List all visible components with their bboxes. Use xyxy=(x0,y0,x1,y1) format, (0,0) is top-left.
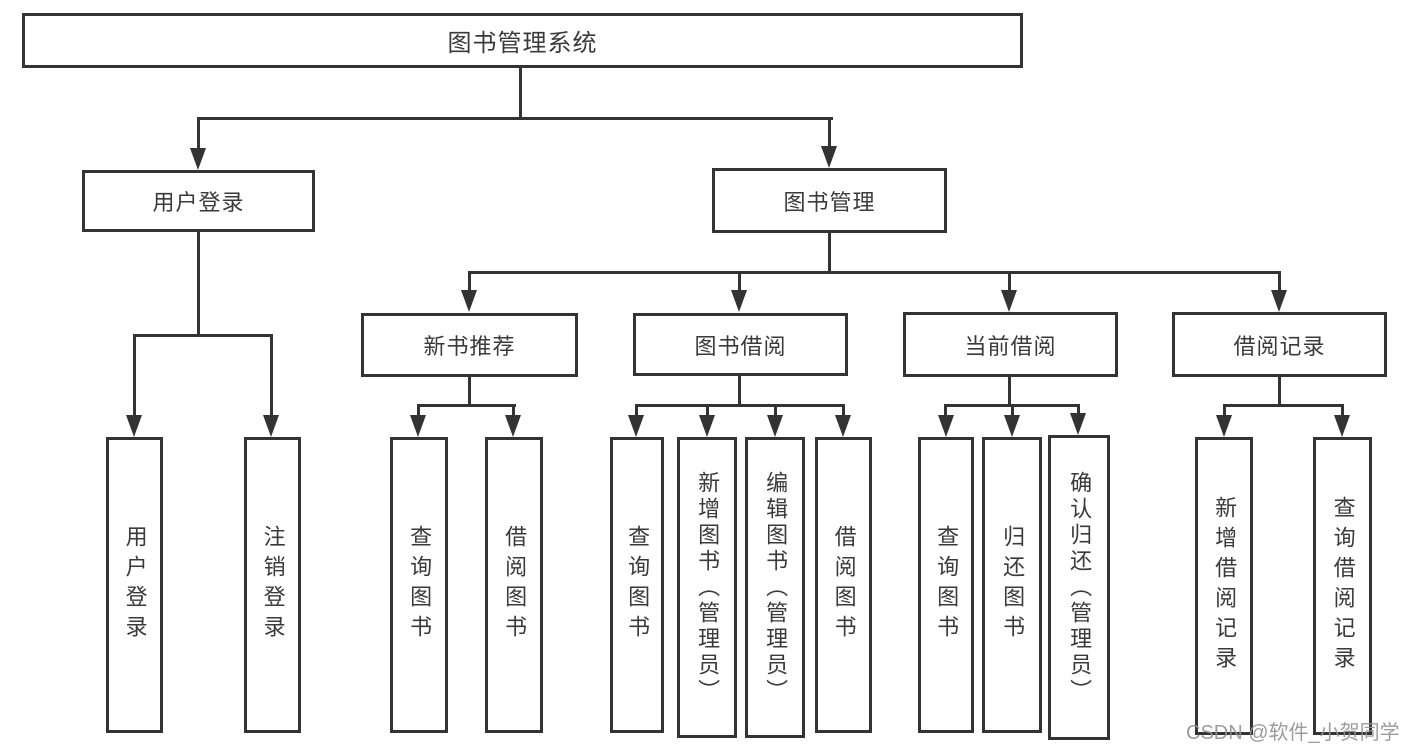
connector-line xyxy=(635,404,844,407)
connector-line xyxy=(1278,377,1281,407)
connector-line xyxy=(738,271,741,291)
arrowhead-down-icon xyxy=(1216,415,1232,437)
connector-line xyxy=(828,233,831,274)
arrowhead-down-icon xyxy=(938,415,954,437)
node-label: 图书借阅 xyxy=(694,333,787,359)
leaf-add-borrow-record: 新增借阅记录 xyxy=(1195,437,1253,735)
leaf-label: 查询借阅记录 xyxy=(1330,496,1356,676)
node-label: 图书管理 xyxy=(783,189,876,215)
connector-line xyxy=(1278,271,1281,291)
connector-line xyxy=(270,334,273,418)
connector-line xyxy=(468,271,1281,274)
connector-line xyxy=(1008,377,1011,407)
connector-line xyxy=(828,117,831,149)
node-new-book-recommendation: 新书推荐 xyxy=(361,313,578,377)
leaf-label: 查询图书 xyxy=(934,525,960,645)
connector-line xyxy=(417,404,420,420)
arrowhead-down-icon xyxy=(263,415,279,437)
node-label: 图书管理系统 xyxy=(447,30,598,57)
connector-line xyxy=(1077,404,1080,418)
arrowhead-down-icon xyxy=(767,415,783,437)
csdn-watermark: CSDN @软件_小贺同学 xyxy=(1186,722,1400,744)
leaf-query-books-current: 查询图书 xyxy=(918,437,974,733)
leaf-query-books-recommend: 查询图书 xyxy=(390,437,448,733)
connector-line xyxy=(197,117,200,151)
leaf-label: 用户登录 xyxy=(122,525,148,645)
connector-line xyxy=(635,404,638,420)
connector-line xyxy=(197,117,833,120)
node-label: 新书推荐 xyxy=(423,334,516,359)
leaf-label: 新增图书（管理员） xyxy=(695,470,721,705)
leaf-label: 确认归还（管理员） xyxy=(1067,470,1093,705)
connector-line xyxy=(468,271,471,291)
connector-line xyxy=(944,404,947,420)
connector-line xyxy=(133,334,273,337)
connector-line xyxy=(1011,404,1014,420)
arrowhead-down-icon xyxy=(190,148,206,170)
arrowhead-down-icon xyxy=(126,415,142,437)
leaf-borrow-books-recommend: 借阅图书 xyxy=(485,437,543,733)
leaf-edit-book-admin: 编辑图书（管理员） xyxy=(745,437,805,738)
connector-line xyxy=(1008,271,1011,291)
connector-line xyxy=(1223,404,1344,407)
connector-line xyxy=(1341,404,1344,420)
connector-line xyxy=(197,232,200,336)
arrowhead-down-icon xyxy=(1271,290,1287,312)
leaf-label: 编辑图书（管理员） xyxy=(763,470,789,705)
leaf-label: 查询图书 xyxy=(625,525,651,645)
arrowhead-down-icon xyxy=(505,415,521,437)
connector-line xyxy=(738,376,741,407)
connector-line xyxy=(842,404,845,420)
connector-line xyxy=(133,334,136,418)
leaf-logout: 注销登录 xyxy=(244,437,301,733)
leaf-query-books-borrowing: 查询图书 xyxy=(610,437,664,733)
leaf-label: 借阅图书 xyxy=(502,525,528,645)
arrowhead-down-icon xyxy=(1070,413,1086,435)
connector-line xyxy=(417,404,516,407)
connector-line xyxy=(706,404,709,420)
node-borrowing-records: 借阅记录 xyxy=(1172,312,1387,377)
arrowhead-down-icon xyxy=(1004,415,1020,437)
connector-line xyxy=(512,404,515,420)
arrowhead-down-icon xyxy=(461,290,477,312)
arrowhead-down-icon xyxy=(835,415,851,437)
arrowhead-down-icon xyxy=(821,146,837,168)
leaf-query-borrow-record: 查询借阅记录 xyxy=(1313,437,1372,735)
leaf-label: 归还图书 xyxy=(1000,525,1026,645)
arrowhead-down-icon xyxy=(628,415,644,437)
leaf-label: 新增借阅记录 xyxy=(1212,496,1238,676)
leaf-label: 借阅图书 xyxy=(831,525,857,645)
node-label: 借阅记录 xyxy=(1233,333,1326,359)
node-current-borrowing: 当前借阅 xyxy=(903,312,1118,377)
node-label: 用户登录 xyxy=(152,190,245,215)
arrowhead-down-icon xyxy=(410,415,426,437)
node-book-management: 图书管理 xyxy=(712,168,947,233)
connector-line xyxy=(774,404,777,420)
arrowhead-down-icon xyxy=(1334,415,1350,437)
leaf-return-book: 归还图书 xyxy=(982,437,1042,733)
connector-line xyxy=(1223,404,1226,420)
leaf-confirm-return-admin: 确认归还（管理员） xyxy=(1048,435,1110,740)
arrowhead-down-icon xyxy=(731,290,747,312)
leaf-label: 注销登录 xyxy=(260,525,286,645)
connector-line xyxy=(519,68,522,120)
leaf-borrow-books-borrowing: 借阅图书 xyxy=(815,437,872,733)
leaf-label: 查询图书 xyxy=(407,525,433,645)
leaf-user-login: 用户登录 xyxy=(106,437,163,733)
node-label: 当前借阅 xyxy=(964,333,1057,359)
node-book-borrowing: 图书借阅 xyxy=(633,313,848,376)
node-library-management-system: 图书管理系统 xyxy=(22,13,1023,68)
arrowhead-down-icon xyxy=(1001,290,1017,312)
arrowhead-down-icon xyxy=(699,415,715,437)
node-user-login: 用户登录 xyxy=(82,170,315,232)
leaf-add-book-admin: 新增图书（管理员） xyxy=(677,437,737,738)
connector-line xyxy=(468,377,471,407)
